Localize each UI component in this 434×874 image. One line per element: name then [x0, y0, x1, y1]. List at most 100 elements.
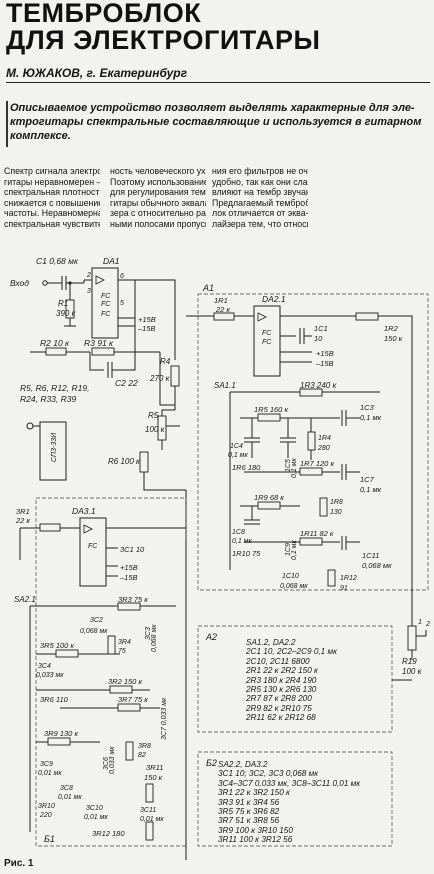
schematic-stroke [95, 275, 105, 285]
schematic-label: 1R12 [340, 575, 357, 582]
label-r1-value: 390 к [56, 309, 77, 318]
schematic-label: 3C8 [60, 785, 73, 792]
schematic-label: 1R7 120 к [300, 459, 334, 468]
schematic-label: 100 к [145, 425, 166, 434]
body-line: снижается с повышением [4, 197, 100, 208]
body-line: спектральная чувствитель- [4, 218, 100, 229]
body-line: Предлагаемый темброб- [212, 197, 308, 208]
schematic-label: 22 к [15, 516, 30, 525]
schematic-label: –15В [315, 359, 334, 368]
b2-row: 3C4–3C7 0,033 мк, 3C8–3C11 0,01 мк [218, 778, 361, 788]
body-line: спектральная плотность [4, 187, 100, 198]
schematic-label: 280 [317, 445, 330, 452]
schematic-label: 3R4 [118, 639, 131, 646]
schematic-stroke [55, 649, 79, 658]
schematic-stroke [118, 317, 135, 327]
body-line: ния его фильтров не очень [212, 166, 308, 176]
schematic-label: SA2.1 [14, 595, 36, 604]
schematic-label: 0,068 мк [151, 624, 158, 652]
body-line: гитары неравномерен – [4, 176, 100, 187]
schematic-stroke [29, 605, 176, 832]
schematic-label: FC [262, 339, 272, 346]
schematic-label: 100 к [402, 667, 423, 676]
article-title: ТЕМБРОБЛОК ДЛЯ ЭЛЕКТРОГИТАРЫ [6, 0, 430, 54]
label-r1: R1 [58, 299, 68, 308]
schematic-stroke [64, 318, 76, 327]
body-line: частоты. Неравномерна и [4, 208, 100, 219]
schematic-stroke [299, 467, 323, 476]
body-line: ными полосами пропуска- [110, 218, 206, 229]
schematic-label: 0,01 мк [38, 770, 62, 777]
schematic-label: 3R6 110 [40, 695, 69, 704]
label-da1: DA1 [103, 256, 120, 266]
schematic-label: 0,033 мк [36, 672, 64, 679]
schematic-stroke [185, 540, 412, 860]
schematic-label: 0,033 мк [109, 746, 116, 774]
schematic-label: 0,1 мк [232, 538, 252, 545]
schematic-label: 3R3 75 к [118, 595, 148, 604]
r19-potentiometer [407, 625, 417, 651]
schematic-stroke [109, 685, 133, 694]
schematic-stroke [26, 422, 34, 430]
schematic-stroke [327, 569, 336, 587]
a2-row: 2R7 87 к 2R8 200 [246, 694, 312, 704]
schematic-label: 3R2 150 к [108, 677, 142, 686]
author-byline: М. ЮЖАКОВ, г. Екатеринбург [6, 66, 188, 80]
schematic-stroke [145, 783, 154, 803]
schematic-stroke [257, 501, 281, 510]
schematic-label: R4 [160, 357, 171, 366]
schematic-label: 1C5 [285, 459, 292, 472]
schematic-label: 1R11 82 к [300, 529, 334, 538]
schematic-stroke [118, 279, 136, 352]
schematic-label: 10 [314, 334, 323, 343]
schematic-label: 0,068 мк [80, 628, 108, 635]
schematic-label: 150 к [144, 773, 163, 782]
b2-row: SA2.2, DA3.2 [218, 760, 268, 769]
schematic-label: 2 [86, 272, 91, 279]
a2-row: SA1.2, DA2.2 [246, 638, 296, 647]
lead-line: комплексе. [10, 130, 71, 142]
schematic-label: Б1 [44, 834, 55, 844]
schematic-stroke [89, 352, 136, 378]
a2-row: 2R9 82 к 2R10 75 [246, 703, 312, 713]
schematic-label: 1C8 [232, 529, 245, 536]
schematic-stroke [240, 410, 360, 426]
schematic-stroke [257, 312, 267, 322]
1r3-resistor [299, 388, 323, 397]
a2-parts-table: SA1.2, DA2.2 2C1 10, 2C2–2C9 0,1 мк 2C10… [246, 638, 337, 723]
body-line: ность человеческого уха. [110, 166, 206, 176]
schematic-label: 3R10 [38, 803, 55, 810]
a1-block-outline [197, 293, 429, 591]
schematic-label: 3C10 [86, 805, 103, 812]
schematic-label: 3R12 180 [92, 829, 125, 838]
schematic-label: Б2 [206, 758, 217, 768]
schematic-label: FC [88, 543, 98, 550]
schematic-label: DA2.1 [262, 294, 286, 304]
schematic-label: 3C3 [145, 627, 152, 640]
schematic-label: 1C1 [314, 324, 328, 333]
r6-potentiometer [139, 451, 149, 473]
schematic-label: +15В [138, 315, 156, 324]
schematic-label: 1R10 75 [232, 549, 261, 558]
header-rule [6, 82, 430, 83]
schematic-label: R24, R33, R39 [20, 394, 76, 404]
schematic-label: 3C4 [38, 663, 51, 670]
schematic-label: 0,01 мк [58, 794, 82, 801]
schematic-label: 1C10 [282, 573, 299, 580]
body-line: влияют на тембр звучания. [212, 187, 308, 198]
b2-row: 3R9 100 к 3R10 150 [218, 825, 293, 835]
lead-line: ктрогитары спектральные составляющие и и… [10, 116, 422, 128]
body-line: лайзера тем, что относи- [212, 218, 308, 229]
schematic-label: 75 [118, 648, 126, 655]
1r1-resistor [213, 312, 235, 321]
schematic-label: 3 [87, 288, 91, 295]
schematic-label: 1R1 [214, 296, 228, 305]
schematic-label: 3C9 [40, 761, 53, 768]
schematic-label: 3R7 75 к [118, 695, 148, 704]
body-line: Спектр сигнала электро- [4, 166, 100, 176]
schematic-label: 1R4 [318, 435, 331, 442]
schematic-label: А2 [205, 632, 217, 642]
schematic-stroke [143, 472, 187, 540]
b2-parts-table: SA2.2, DA3.2 3C1 10; 3C2, 3C3 0,068 мк 3… [218, 760, 360, 845]
